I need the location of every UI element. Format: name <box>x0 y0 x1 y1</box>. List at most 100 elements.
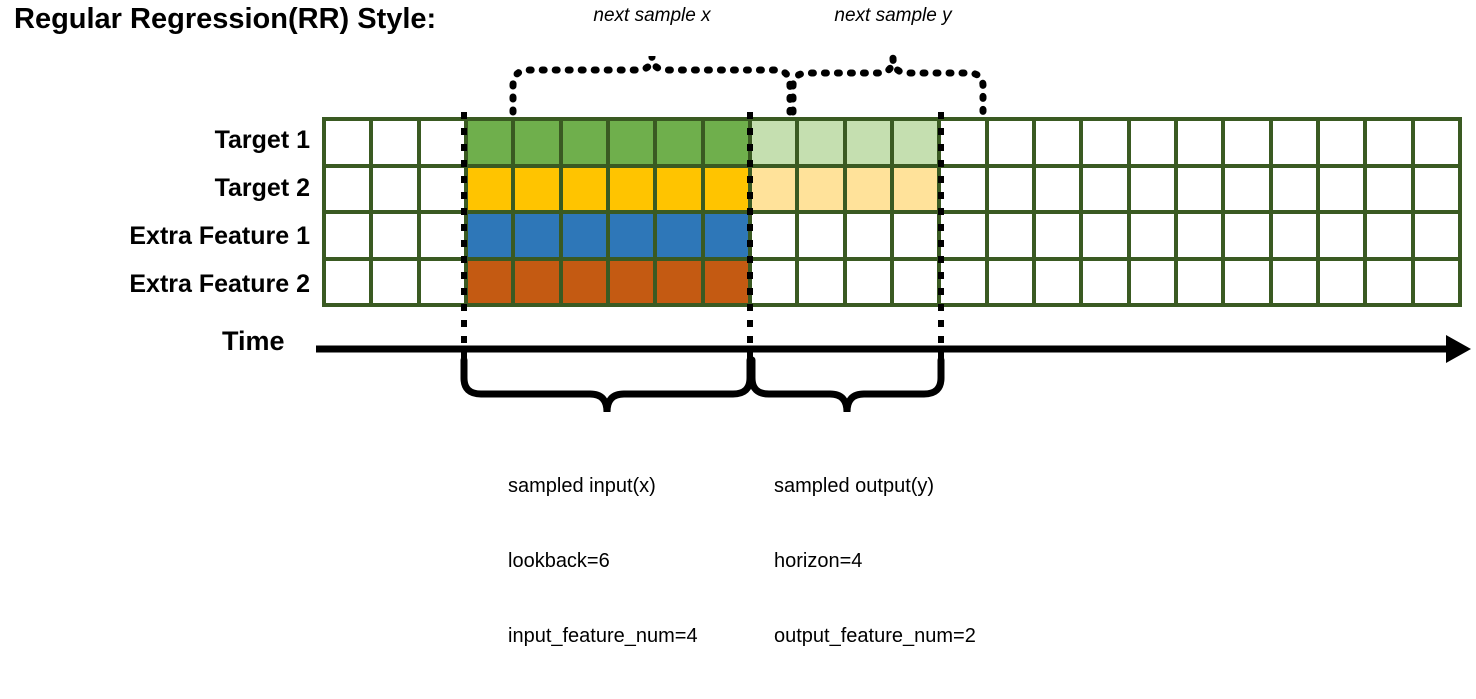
sampled-input-feature-num: input_feature_num=4 <box>508 625 698 647</box>
grid-cell <box>467 214 512 257</box>
grid-cell <box>467 121 512 164</box>
grid-cell <box>893 167 938 210</box>
grid-cell <box>467 167 512 210</box>
grid-cell <box>1083 121 1127 164</box>
grid-cell <box>799 121 843 164</box>
grid-cell <box>1083 167 1127 210</box>
grid-cell <box>1035 260 1080 303</box>
grid-cell <box>373 121 417 164</box>
grid-cell <box>515 214 559 257</box>
row-label-extra-feature-1: Extra Feature 1 <box>129 222 310 250</box>
grid-cell <box>1035 121 1080 164</box>
grid-cell <box>893 214 938 257</box>
grid-cell <box>1177 214 1222 257</box>
row-label-target-1: Target 1 <box>214 126 310 154</box>
sampled-output-title: sampled output(y) <box>774 475 935 497</box>
grid-cell <box>1177 167 1222 210</box>
grid-cell <box>657 121 701 164</box>
grid-cell <box>1225 121 1269 164</box>
sampled-input-title: sampled input(x) <box>508 475 656 497</box>
grid-cell <box>1272 214 1316 257</box>
row-label-target-2: Target 2 <box>214 174 310 202</box>
grid-cell <box>1272 167 1316 210</box>
grid-cell <box>467 260 512 303</box>
grid-cell <box>704 167 748 210</box>
time-axis-arrow <box>316 335 1471 363</box>
grid-cell <box>751 260 796 303</box>
grid-cell <box>704 214 748 257</box>
grid-cell <box>1130 214 1174 257</box>
grid-cell <box>420 121 464 164</box>
diagram-canvas: Regular Regression(RR) Style: next sampl… <box>14 3 1471 647</box>
grid-cell <box>846 121 890 164</box>
grid-cell <box>941 260 985 303</box>
grid-cell <box>562 214 606 257</box>
grid-cell <box>1272 121 1316 164</box>
grid-cell <box>657 260 701 303</box>
grid-cell <box>1319 214 1364 257</box>
grid-cell <box>326 214 370 257</box>
grid-cell <box>1319 167 1364 210</box>
grid-cell <box>373 260 417 303</box>
top-brace-next-sample-y <box>789 57 987 116</box>
next-sample-y-label: next sample y <box>834 5 952 26</box>
grid-cell <box>1035 167 1080 210</box>
grid-cell <box>515 167 559 210</box>
grid-cell <box>988 167 1032 210</box>
grid-cell <box>420 167 464 210</box>
grid-cell <box>562 121 606 164</box>
sampled-output-caption: sampled output(y) horizon=4 output_featu… <box>774 424 976 699</box>
grid-cell <box>373 167 417 210</box>
grid-cell <box>988 260 1032 303</box>
grid-cell <box>1319 121 1364 164</box>
grid-cell <box>941 167 985 210</box>
grid-cell <box>1367 121 1411 164</box>
grid-cell <box>751 167 796 210</box>
grid-cell <box>1177 121 1222 164</box>
grid-cell <box>657 167 701 210</box>
page-title: Regular Regression(RR) Style: <box>14 3 437 35</box>
grid-cell <box>609 214 654 257</box>
grid-cell <box>609 260 654 303</box>
grid-cell <box>1367 214 1411 257</box>
grid-cell <box>326 121 370 164</box>
grid-cell <box>1130 260 1174 303</box>
grid-cell <box>1319 260 1364 303</box>
grid-cell <box>562 260 606 303</box>
grid-cell <box>704 121 748 164</box>
grid-cell <box>799 214 843 257</box>
grid-cell <box>1414 121 1458 164</box>
grid-cell <box>1083 260 1127 303</box>
grid-cell <box>515 121 559 164</box>
grid-cell <box>1130 167 1174 210</box>
grid-cell <box>846 214 890 257</box>
grid-cell <box>846 167 890 210</box>
row-label-extra-feature-2: Extra Feature 2 <box>129 270 310 298</box>
grid-cell <box>1177 260 1222 303</box>
grid-cell <box>326 260 370 303</box>
grid-cell <box>420 260 464 303</box>
grid-cell <box>326 167 370 210</box>
grid-cell <box>1414 214 1458 257</box>
grid-cell <box>1130 121 1174 164</box>
sampled-input-lookback: lookback=6 <box>508 550 610 572</box>
grid-cell <box>799 167 843 210</box>
grid-cell <box>1225 214 1269 257</box>
grid-cell <box>846 260 890 303</box>
sampled-output-feature-num: output_feature_num=2 <box>774 625 976 647</box>
grid-cell <box>562 167 606 210</box>
grid-cell <box>751 214 796 257</box>
grid-cell <box>657 214 701 257</box>
grid-cell <box>1225 260 1269 303</box>
grid-cell <box>988 214 1032 257</box>
top-brace-next-sample-x <box>509 55 794 116</box>
grid-cell <box>373 214 417 257</box>
grid-cell <box>1225 167 1269 210</box>
grid-cell <box>1272 260 1316 303</box>
grid-cell <box>1367 260 1411 303</box>
grid-cell <box>1414 260 1458 303</box>
grid-cell <box>420 214 464 257</box>
grid-cell <box>609 167 654 210</box>
grid-cell <box>704 260 748 303</box>
grid-cell <box>751 121 796 164</box>
